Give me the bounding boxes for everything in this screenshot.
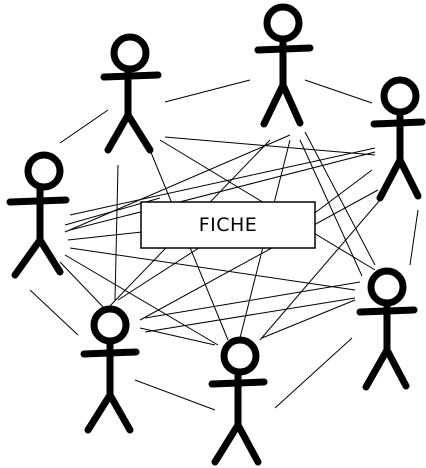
connection-line: [145, 298, 355, 332]
connection-line: [165, 80, 250, 102]
person-figure: [212, 340, 264, 462]
connection-line: [60, 110, 108, 143]
connection-line: [30, 290, 78, 335]
connection-line: [60, 262, 106, 310]
connection-line: [275, 338, 352, 408]
connection-line: [70, 248, 355, 290]
person-figure: [84, 309, 136, 430]
connection-line: [165, 137, 375, 155]
connection-line: [65, 255, 218, 345]
connection-line: [312, 170, 372, 215]
connection-line: [135, 380, 215, 410]
person-figure: [360, 271, 414, 387]
connection-line: [410, 210, 418, 265]
person-figure: [258, 7, 310, 124]
connection-line: [115, 165, 118, 300]
person-figure: [374, 80, 422, 198]
connection-line: [305, 80, 372, 103]
connection-line: [68, 232, 142, 240]
person-figure: [104, 37, 158, 150]
person-figure: [10, 155, 66, 275]
fiche-label: FICHE: [141, 202, 315, 248]
